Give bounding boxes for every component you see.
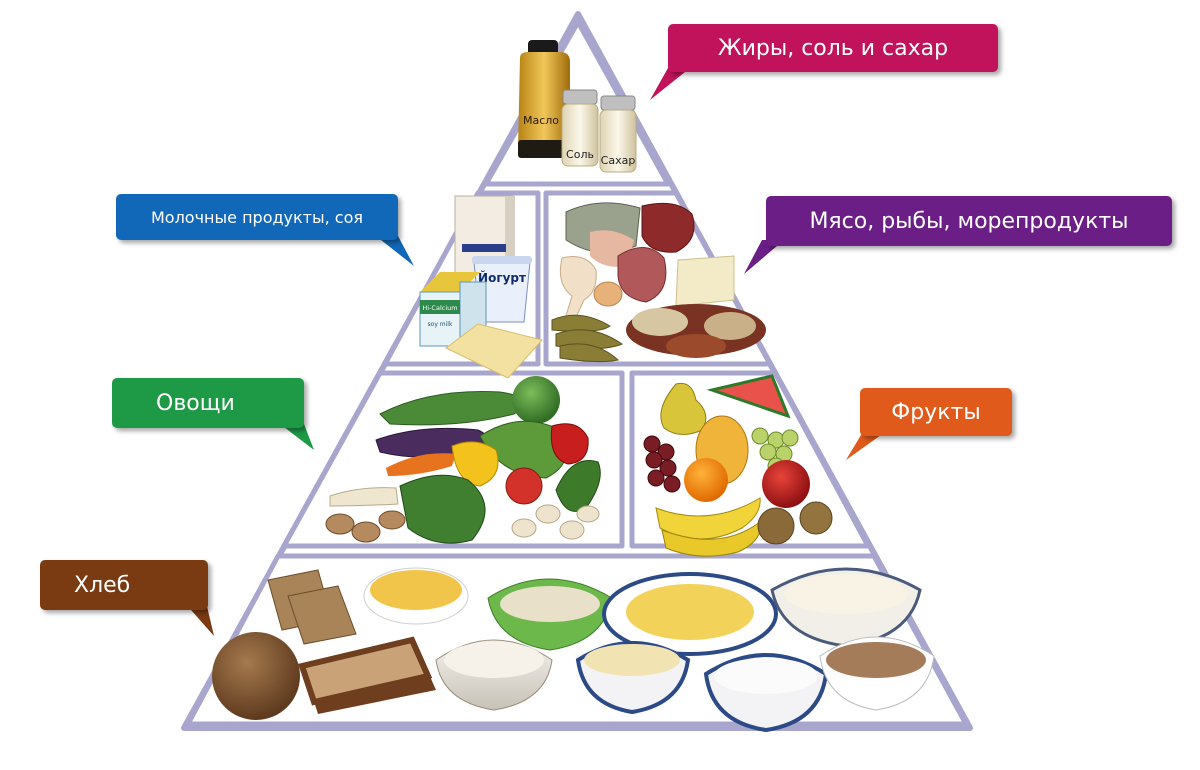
dairy-tier-label: Молочные продукты, соя [116, 194, 398, 240]
kiwi-second [799, 501, 833, 535]
tomato [505, 467, 543, 505]
rice-noodles-bowl [435, 639, 553, 711]
vegetables-tier-foods [325, 376, 601, 544]
carrot [386, 453, 456, 476]
udon-bowl [770, 567, 922, 648]
pork-cut [617, 247, 667, 303]
meat-tier-label: Мясо, рыбы, морепродукты [766, 196, 1172, 246]
red-apple [762, 460, 810, 508]
orange [684, 458, 728, 502]
dairy-tier-foods: Йогурт Hi-Calcium soy milk [419, 195, 543, 379]
cheese-slice [445, 323, 543, 379]
kiwi [757, 507, 795, 545]
broccoli [512, 376, 560, 424]
crackers [267, 569, 357, 645]
bread-tier-foods [212, 567, 935, 733]
porridge-bowl [487, 578, 613, 651]
rice-bowl [703, 653, 829, 733]
grain-bowl [819, 636, 935, 711]
sugar-shaker: Сахар [599, 95, 637, 173]
noodles-bowl-blue [575, 641, 691, 715]
watermelon-slice [706, 374, 791, 419]
oil-bottle: Масло [518, 40, 570, 158]
red-pepper [550, 423, 589, 465]
green-beans-pile [551, 314, 624, 363]
fruits-tier-label: Фрукты [860, 388, 1012, 436]
sugar-label: Сахар [601, 154, 636, 167]
bread-tier-label: Хлеб [40, 560, 208, 610]
carton-subtitle: soy milk [428, 321, 453, 328]
salt-label: Соль [566, 148, 594, 161]
yellow-pepper [451, 441, 499, 487]
egg [593, 281, 623, 307]
spinach-bunch [399, 474, 486, 544]
beans-pile [626, 304, 766, 358]
enoki-mushrooms [329, 487, 399, 507]
mushrooms [325, 510, 406, 543]
top-tier-foods: Масло Соль Сахар [518, 40, 637, 173]
yogurt-cup: Йогурт [472, 256, 532, 323]
yogurt-label: Йогурт [478, 270, 526, 285]
button-mushrooms [511, 504, 600, 540]
beef-cut [641, 202, 695, 253]
bananas-lower [661, 521, 762, 557]
vegetables-tier-label: Овощи [112, 378, 304, 428]
grapes-red [643, 435, 681, 493]
meat-tier-foods [551, 202, 766, 363]
oil-label: Масло [523, 114, 559, 127]
bread-slices [298, 636, 436, 714]
spaghetti-plate [602, 572, 778, 656]
tofu-block [675, 255, 735, 307]
bread-roll [212, 632, 300, 720]
macaroni-bowl [363, 567, 469, 625]
carton-brand: Hi-Calcium [422, 304, 457, 312]
cucumber [555, 460, 601, 512]
top-tier-label: Жиры, соль и сахар [668, 24, 998, 72]
salt-shaker: Соль [561, 89, 599, 167]
fruits-tier-foods [643, 374, 833, 557]
